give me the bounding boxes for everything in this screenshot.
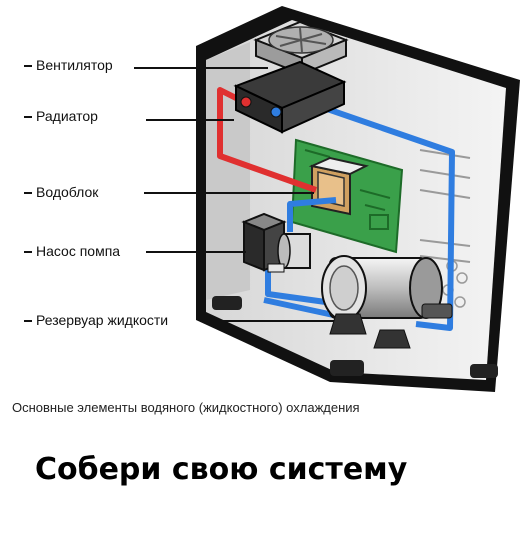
water-cooling-diagram	[24, 6, 520, 392]
reservoir	[321, 255, 453, 349]
label-radiator: Радиатор	[36, 108, 98, 124]
radiator-port-cold	[270, 106, 282, 118]
radiator	[233, 60, 347, 134]
case-foot	[470, 364, 498, 378]
label-reservoir: Резервуар жидкости	[36, 312, 169, 328]
leader-lines	[24, 65, 334, 322]
fan	[253, 20, 349, 76]
radiator-port-hot	[240, 96, 252, 108]
label-waterblock: Водоблок	[36, 184, 99, 200]
case-slots	[419, 149, 471, 263]
headline: Собери свою систему	[35, 452, 408, 487]
hot-loop-tube	[217, 87, 318, 193]
case-foot	[212, 296, 242, 310]
diagram-caption: Основные элементы водяного (жидкостного)…	[12, 400, 360, 415]
pump	[241, 212, 311, 273]
case-foot	[330, 360, 364, 376]
label-pump: Насос помпа	[36, 243, 121, 259]
label-fan: Вентилятор	[36, 57, 113, 73]
